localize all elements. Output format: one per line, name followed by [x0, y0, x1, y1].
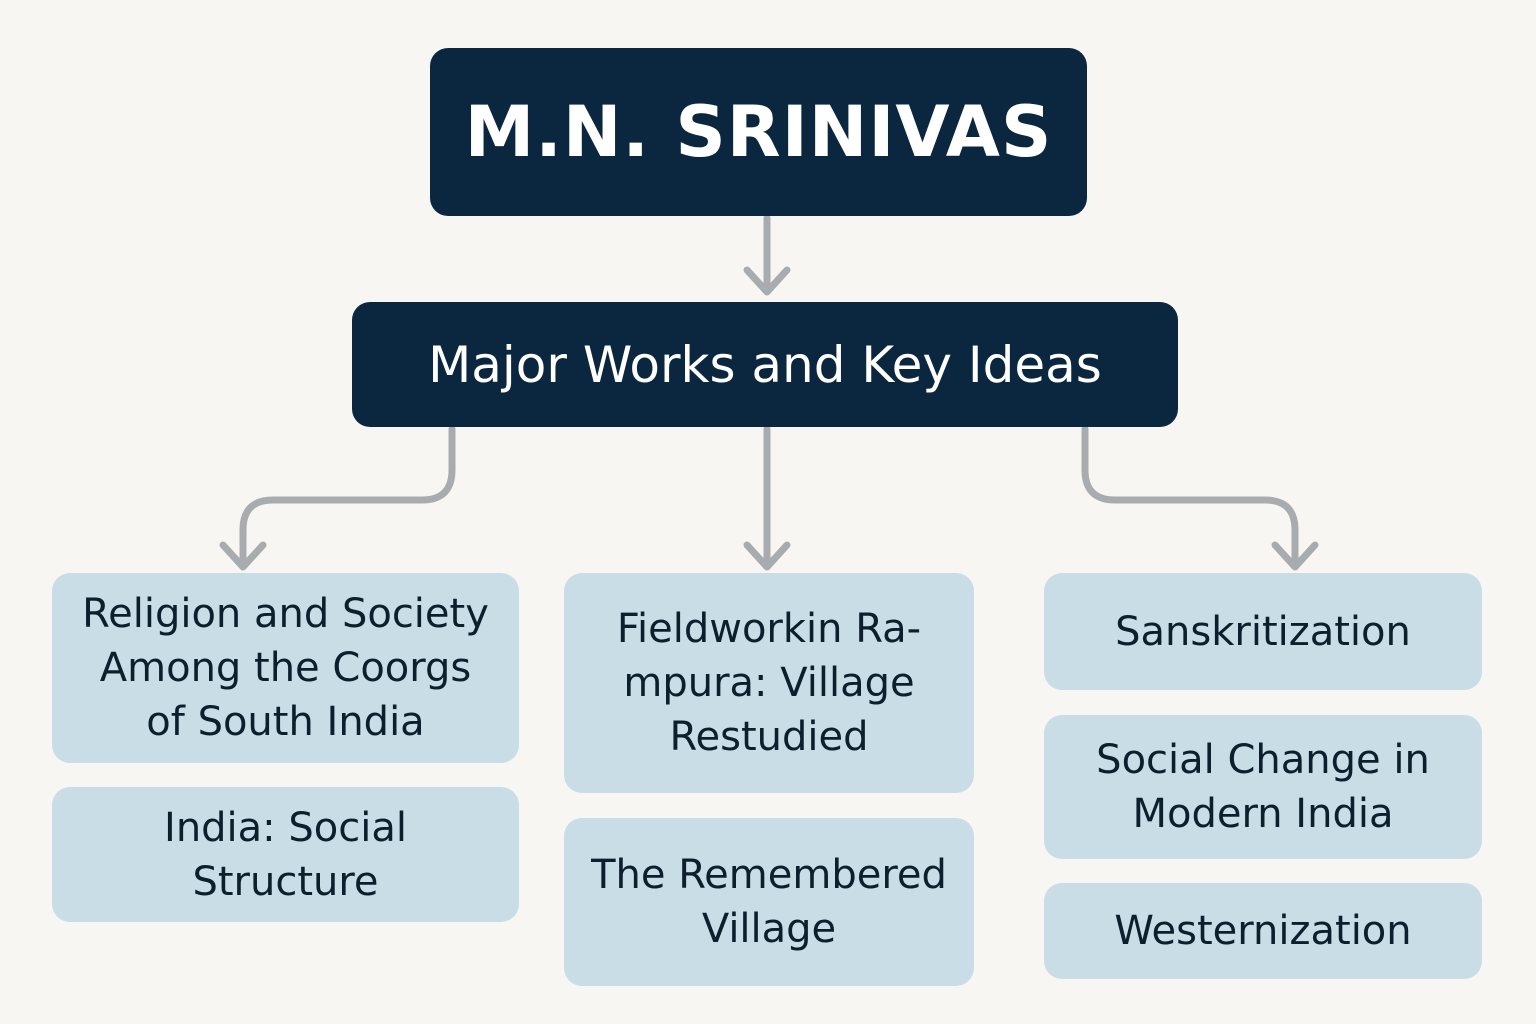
title-node: M.N. SRINIVAS	[430, 48, 1087, 216]
node-remembered-village: The Remembered Village	[564, 818, 974, 986]
node-line: Structure	[192, 858, 379, 905]
node-line: Westernization	[1114, 908, 1412, 954]
node-line: of South India	[146, 699, 425, 745]
title-text: M.N. SRINIVAS	[464, 91, 1053, 173]
node-line: Village	[701, 906, 837, 952]
node-line: Restudied	[669, 714, 869, 760]
node-westernization: Westernization	[1044, 883, 1482, 979]
subtitle-text: Major Works and Key Ideas	[428, 335, 1102, 394]
node-line: Among the Coorgs	[99, 645, 472, 691]
node-religion-and-society: Religion and Society Among the Coorgs of…	[52, 573, 519, 763]
node-fieldwork-rampura: Fieldworkin Ra- mpura: Village Restudied	[564, 573, 974, 793]
node-line: Religion and Society	[82, 591, 489, 637]
node-india-social-structure: India: Social Structure	[52, 787, 519, 922]
node-line: Modern India	[1132, 791, 1394, 837]
arrow-to-left-column	[219, 425, 456, 571]
arrow-to-right-column	[1081, 425, 1319, 571]
node-line: The Remembered	[591, 852, 947, 898]
node-sanskritization: Sanskritization	[1044, 573, 1482, 690]
node-line: Fieldworkin Ra-	[616, 606, 922, 652]
node-line: Sanskritization	[1115, 608, 1411, 655]
node-line: India: Social	[164, 804, 407, 851]
subtitle-node: Major Works and Key Ideas	[352, 302, 1178, 427]
node-social-change: Social Change in Modern India	[1044, 715, 1482, 859]
arrow-title-to-subtitle	[743, 214, 791, 296]
node-line: Social Change in	[1096, 737, 1430, 783]
arrow-to-middle-column	[743, 425, 791, 571]
node-line: mpura: Village	[623, 660, 915, 706]
